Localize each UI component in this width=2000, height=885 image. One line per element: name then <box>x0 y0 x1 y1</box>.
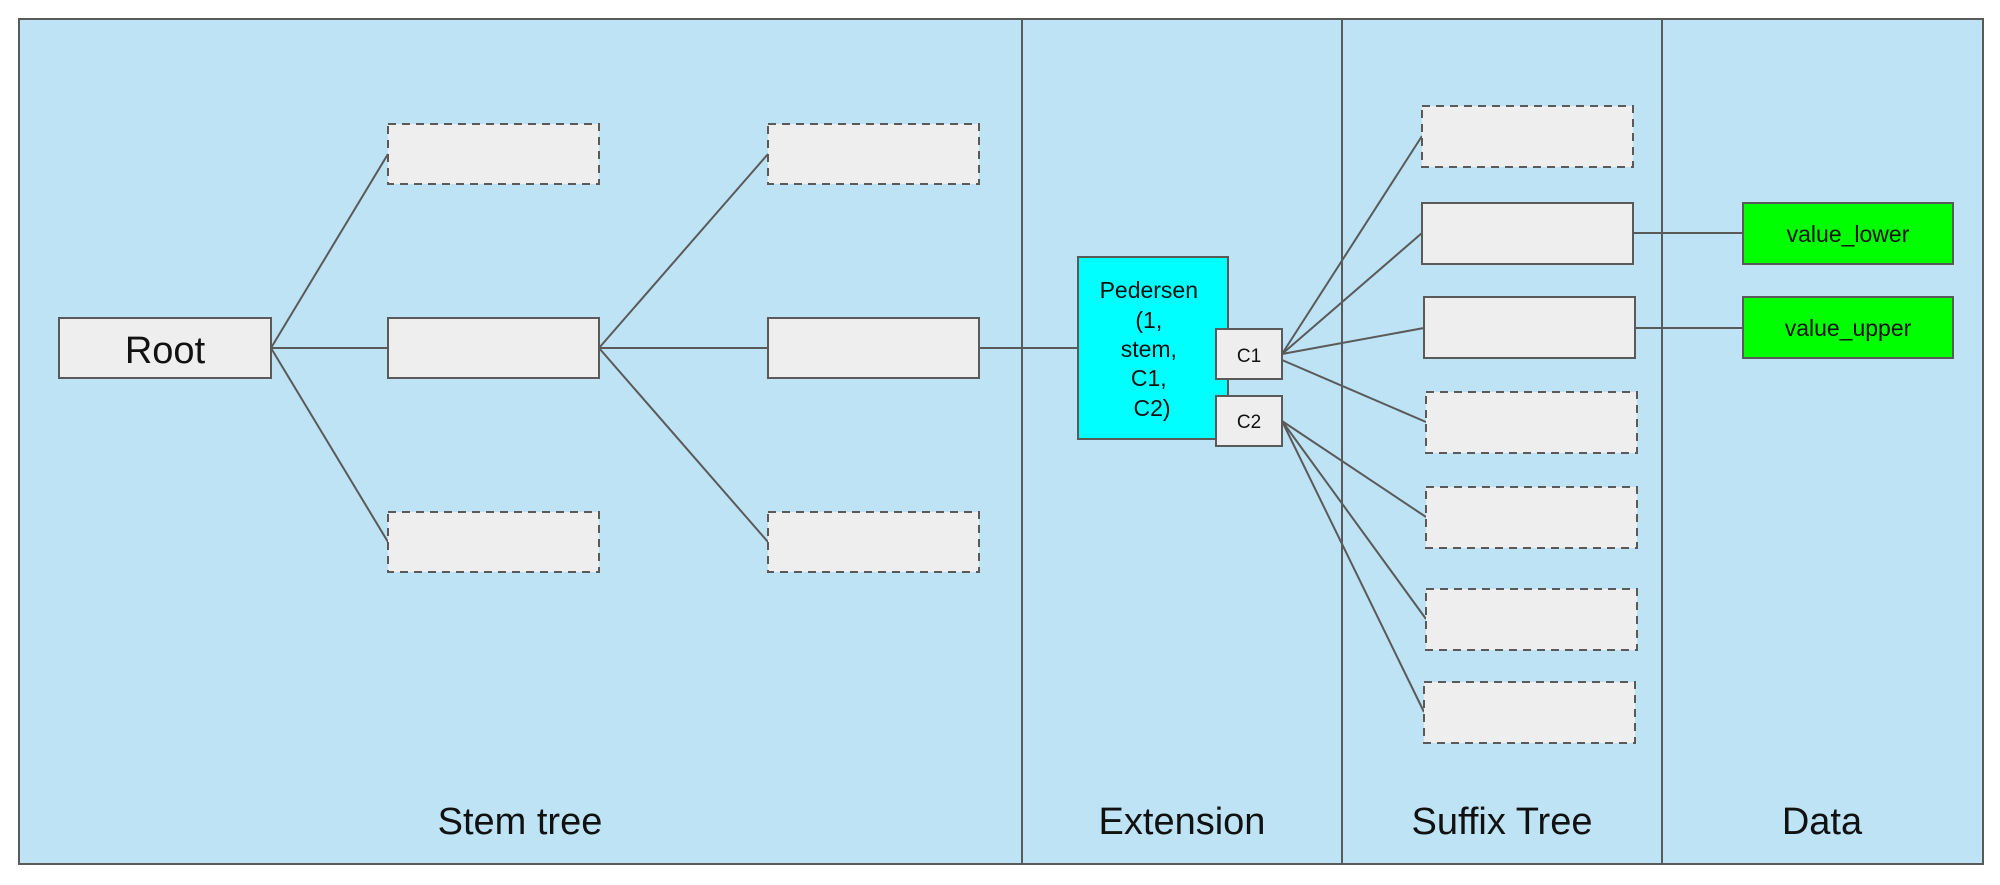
value-upper-box <box>1742 296 1954 359</box>
edge-root-l1-bottom <box>270 347 389 543</box>
edge-c1-suffix-1 <box>1281 135 1423 355</box>
c1-node-box <box>1215 328 1283 380</box>
extension-label-line-3: stem, <box>1121 336 1177 362</box>
edge-l1-l2-top <box>598 153 769 349</box>
c1-node: C1 <box>1215 328 1283 380</box>
suffix-node-5 <box>1425 486 1638 549</box>
stem-node-l1-top <box>387 123 600 185</box>
stem-node-l1-bottom <box>387 511 600 573</box>
edge-c1-suffix-3 <box>1281 327 1425 355</box>
c2-node: C2 <box>1215 395 1283 447</box>
section-label-stem-tree: Stem tree <box>438 801 603 843</box>
root-node: Root <box>58 317 272 379</box>
extension-label-line-2: (1, <box>1135 307 1162 333</box>
suffix-node-1 <box>1421 105 1634 168</box>
stem-node-l2-bottom <box>767 511 980 573</box>
extension-label-line-1: Pedersen <box>1100 277 1198 303</box>
extension-node-box <box>1077 256 1229 440</box>
edge-c1-suffix-4 <box>1281 359 1427 423</box>
root-node-label: Root <box>125 330 206 372</box>
edge-c1-suffix-2 <box>1281 232 1423 355</box>
suffix-node-4 <box>1425 391 1638 454</box>
value-lower-label: value_lower <box>1787 221 1910 247</box>
value-upper-label: value_upper <box>1785 315 1912 341</box>
c2-node-box <box>1215 395 1283 447</box>
value-upper-node: value_upper <box>1742 296 1954 359</box>
stem-node-l1-mid <box>387 317 600 379</box>
value-lower-box <box>1742 202 1954 265</box>
extension-label-line-4: C1, <box>1131 365 1167 391</box>
section-label-extension: Extension <box>1099 801 1266 843</box>
edge-root-l1-top <box>270 153 389 349</box>
stem-node-l2-top <box>767 123 980 185</box>
section-label-suffix-tree: Suffix Tree <box>1412 801 1593 843</box>
diagram-background <box>18 18 1984 865</box>
stem-node-l2-mid <box>767 317 980 379</box>
extension-node-label: Pedersen (1, stem, C1, C2) <box>1100 277 1205 421</box>
edges <box>270 135 1743 713</box>
suffix-node-2 <box>1421 202 1634 265</box>
extension-node: Pedersen (1, stem, C1, C2) <box>1077 256 1229 440</box>
suffix-node-7 <box>1423 681 1636 744</box>
suffix-node-3 <box>1423 296 1636 359</box>
section-label-data: Data <box>1782 801 1863 843</box>
c1-node-label: C1 <box>1237 346 1261 367</box>
suffix-node-6 <box>1425 588 1638 651</box>
edge-c2-suffix-5 <box>1281 420 1427 518</box>
root-node-box <box>58 317 272 379</box>
edge-l1-l2-bottom <box>598 347 769 543</box>
edge-c2-suffix-6 <box>1281 420 1427 620</box>
extension-label-line-5: C2) <box>1133 395 1170 421</box>
edge-c2-suffix-7 <box>1281 420 1425 713</box>
c2-node-label: C2 <box>1237 412 1261 433</box>
value-lower-node: value_lower <box>1742 202 1954 265</box>
